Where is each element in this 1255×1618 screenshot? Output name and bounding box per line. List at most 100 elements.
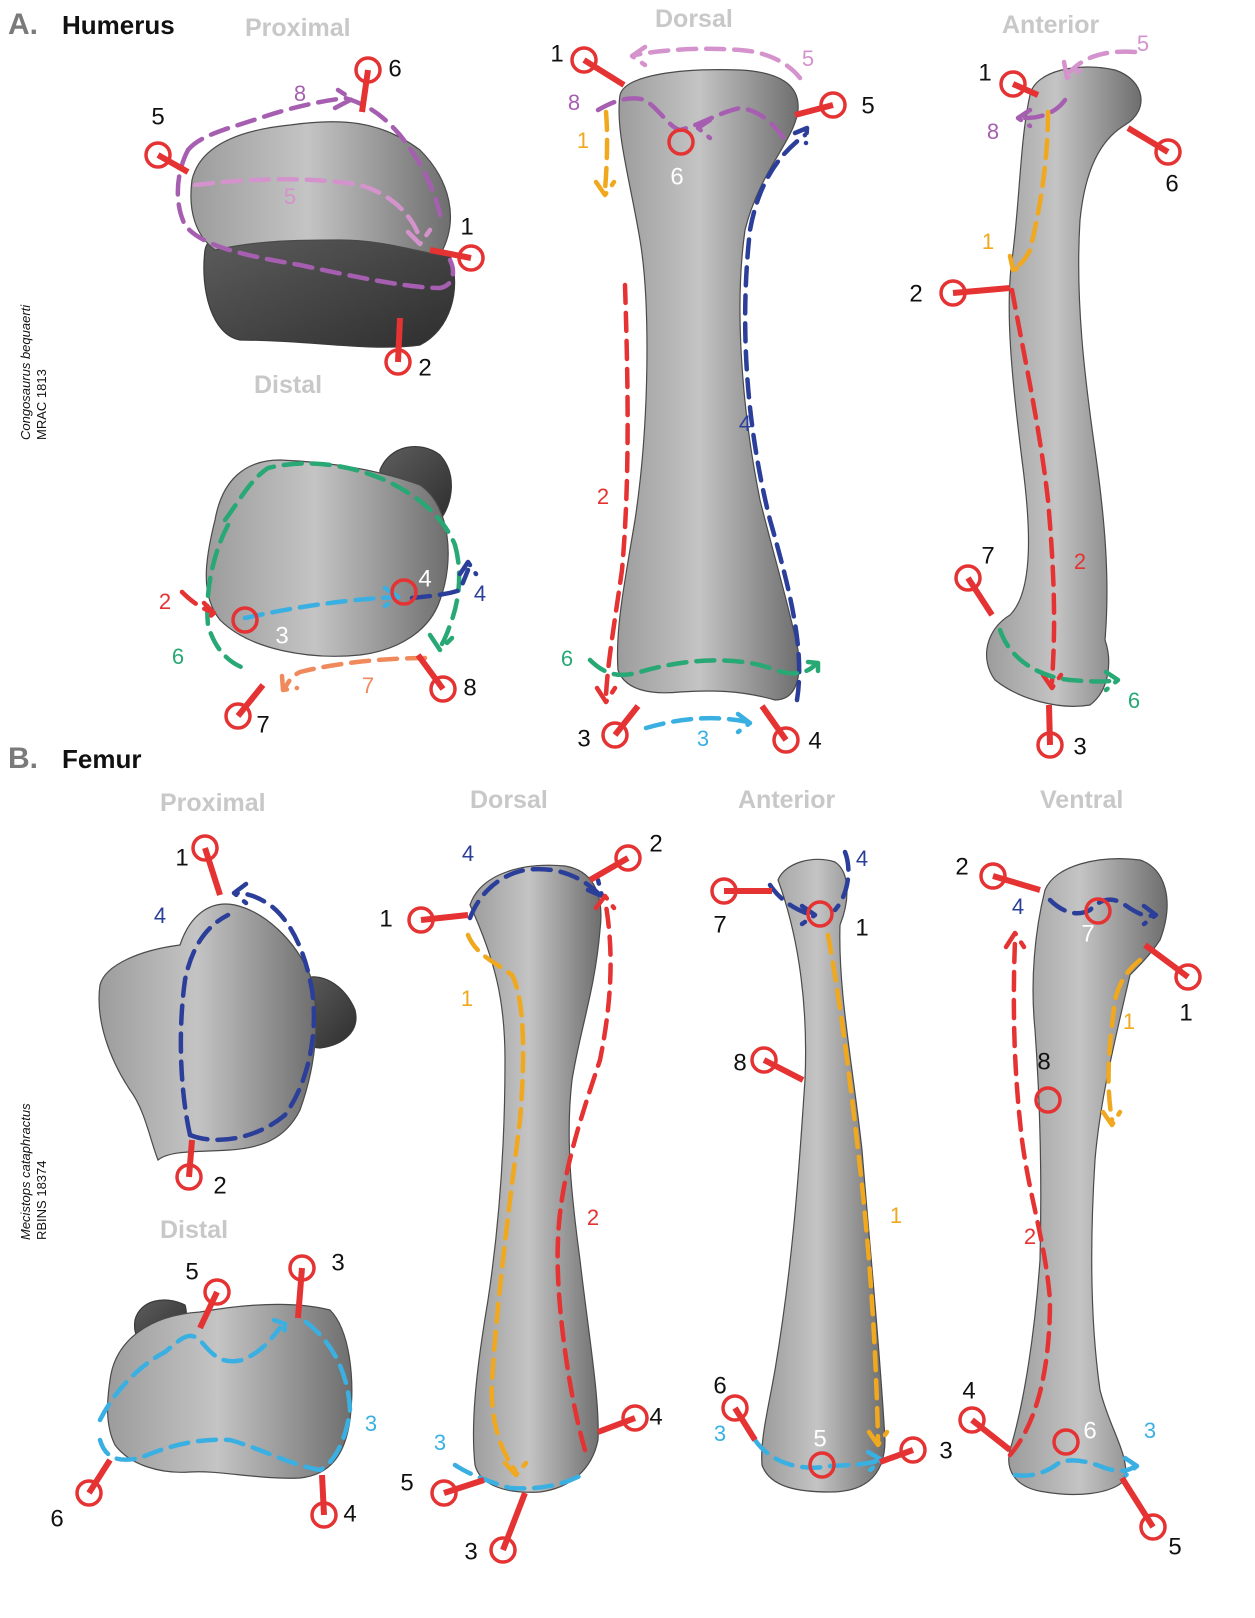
a-anterior-landmark-n3-stem <box>1049 705 1050 745</box>
b-proximal-landmark-n2-stem <box>189 1140 192 1177</box>
b-ventral-curve-label-n4: 4 <box>1012 894 1024 919</box>
a-anterior-landmark-n6-label: 6 <box>1165 170 1178 197</box>
b-ventral-landmark-n1-label: 1 <box>1179 999 1192 1026</box>
a-proximal-landmark-n6-label: 6 <box>388 55 401 82</box>
b-distal-landmark-n4-label: 4 <box>343 1500 356 1527</box>
a-anterior-landmark-n7-label: 7 <box>981 542 994 569</box>
a-proximal-curve-label-n8: 8 <box>294 81 306 106</box>
b-ventral-curve-label-n1: 1 <box>1123 1009 1135 1034</box>
a-dorsal-curve-1 <box>605 112 607 190</box>
b-dorsal-landmark-n5-label: 5 <box>400 1469 413 1496</box>
b-ventral-title: Ventral <box>1040 786 1123 814</box>
a-proximal-landmark-n1-label: 1 <box>460 213 473 240</box>
a-anterior-curve-label-n2: 2 <box>1074 549 1086 574</box>
a-proximal-curve-label-n5: 5 <box>284 184 296 209</box>
b-ventral-view <box>1006 859 1167 1495</box>
specimen-b-label: Mecistops cataphractus RBINS 18374 <box>18 1103 49 1240</box>
b-distal-view <box>100 1300 352 1478</box>
a-proximal-landmark-n6-stem <box>362 70 368 112</box>
a-anterior-landmark-n2-stem <box>953 288 1010 293</box>
a-proximal-title: Proximal <box>245 14 351 42</box>
b-dorsal-landmark-n1-stem <box>421 915 468 920</box>
b-dorsal-landmark-n3-stem <box>503 1493 525 1550</box>
b-dorsal-landmark-n4-label: 4 <box>649 1403 662 1430</box>
b-anterior-title: Anterior <box>738 786 836 814</box>
specimen-b-id: RBINS 18374 <box>34 1161 49 1241</box>
a-dorsal-title: Dorsal <box>655 5 733 33</box>
specimen-a-name: Congosaurus bequaerti <box>18 304 33 440</box>
a-dorsal-curve-label-n3: 3 <box>697 726 709 751</box>
a-distal-curve-label-n6: 6 <box>172 644 184 669</box>
b-distal-landmark-n4-stem <box>322 1475 324 1515</box>
b-anterior-view <box>755 852 887 1492</box>
b-anterior-bone <box>762 859 885 1492</box>
b-anterior-curve-label-n1: 1 <box>890 1203 902 1228</box>
b-dorsal-curve-label-n2: 2 <box>587 1205 599 1230</box>
specimen-a-id: MRAC 1813 <box>34 369 49 440</box>
b-anterior-landmark-n8-label: 8 <box>733 1049 746 1076</box>
specimen-a-label: Congosaurus bequaerti MRAC 1813 <box>18 304 49 440</box>
b-anterior-landmark-n6-label: 6 <box>713 1372 726 1399</box>
a-dorsal-curve-label-n5: 5 <box>802 46 814 71</box>
a-distal-view <box>182 447 476 690</box>
b-anterior-curve-label-n4: 4 <box>856 846 868 871</box>
a-dorsal-landmark-n5-label: 5 <box>861 92 874 119</box>
b-distal-landmark-n5-label: 5 <box>185 1258 198 1285</box>
a-anterior-curve-label-n1: 1 <box>982 229 994 254</box>
b-anterior-curve-label-n3: 3 <box>714 1421 726 1446</box>
a-dorsal-curve-label-n1: 1 <box>577 128 589 153</box>
b-proximal-arrow-4 <box>234 884 246 903</box>
b-distal-landmark-n3-stem <box>298 1268 302 1318</box>
a-anterior-landmark-n1-label: 1 <box>978 59 991 86</box>
b-ventral-curve-label-n3: 3 <box>1144 1418 1156 1443</box>
section-b-letter: B. <box>8 742 38 775</box>
a-proximal-landmark-n2-stem <box>398 318 400 362</box>
b-dorsal-curve-label-n4: 4 <box>462 841 474 866</box>
b-proximal-view <box>99 884 356 1160</box>
section-a-letter: A. <box>8 8 38 41</box>
a-dorsal-view <box>590 47 818 732</box>
a-dorsal-landmark-n4-label: 4 <box>808 727 821 754</box>
b-anterior-landmark-n1-label: 1 <box>855 914 868 941</box>
a-dorsal-curve-label-n8: 8 <box>568 90 580 115</box>
b-ventral-landmark-n4-label: 4 <box>962 1377 975 1404</box>
a-distal-curve-label-n2: 2 <box>159 589 171 614</box>
b-proximal-title: Proximal <box>160 789 266 817</box>
a-anterior-curve-label-n6: 6 <box>1128 688 1140 713</box>
a-distal-bone <box>206 460 448 656</box>
b-ventral-landmark-n7-label: 7 <box>1081 920 1094 947</box>
a-distal-curve-label-n7: 7 <box>362 673 374 698</box>
b-dorsal-curve-label-n1: 1 <box>461 986 473 1011</box>
b-ventral-landmark-n4-stem <box>972 1420 1010 1450</box>
a-dorsal-landmark-n3-label: 3 <box>577 725 590 752</box>
a-distal-landmark-n3-label: 3 <box>275 622 288 649</box>
a-dorsal-landmark-n6-label: 6 <box>670 163 683 190</box>
b-distal-landmark-n3-label: 3 <box>331 1249 344 1276</box>
b-ventral-landmark-n2-label: 2 <box>955 853 968 880</box>
a-distal-title: Distal <box>254 371 322 399</box>
a-anterior-bone <box>987 67 1141 706</box>
b-distal-landmark-n6-label: 6 <box>50 1505 63 1532</box>
b-dorsal-view <box>455 865 614 1492</box>
a-dorsal-landmark-n5-stem <box>795 105 833 115</box>
b-dorsal-landmark-n2-label: 2 <box>649 830 662 857</box>
b-ventral-landmark-n2-stem <box>993 876 1040 890</box>
specimen-b-name: Mecistops cataphractus <box>18 1103 33 1240</box>
b-ventral-landmark-n1-stem <box>1145 945 1188 977</box>
a-dorsal-curve-label-n2: 2 <box>597 484 609 509</box>
a-proximal-landmark-n2-label: 2 <box>418 354 431 381</box>
b-dorsal-title: Dorsal <box>470 786 548 814</box>
b-dorsal-landmark-n3-label: 3 <box>464 1538 477 1565</box>
b-ventral-curve-label-n2: 2 <box>1024 1224 1036 1249</box>
a-dorsal-landmark-n1-label: 1 <box>550 40 563 67</box>
b-proximal-landmark-n2-label: 2 <box>213 1172 226 1199</box>
a-anterior-curve-label-n5: 5 <box>1137 31 1149 56</box>
b-ventral-landmark-n5-stem <box>1122 1478 1153 1527</box>
a-distal-curve-7 <box>285 658 425 688</box>
section-b-title: Femur <box>62 744 141 774</box>
a-anterior-landmark-n3-label: 3 <box>1073 733 1086 760</box>
a-anterior-landmark-n2-label: 2 <box>909 280 922 307</box>
b-proximal-bone <box>99 904 316 1160</box>
a-distal-curve-label-n4: 4 <box>474 581 486 606</box>
